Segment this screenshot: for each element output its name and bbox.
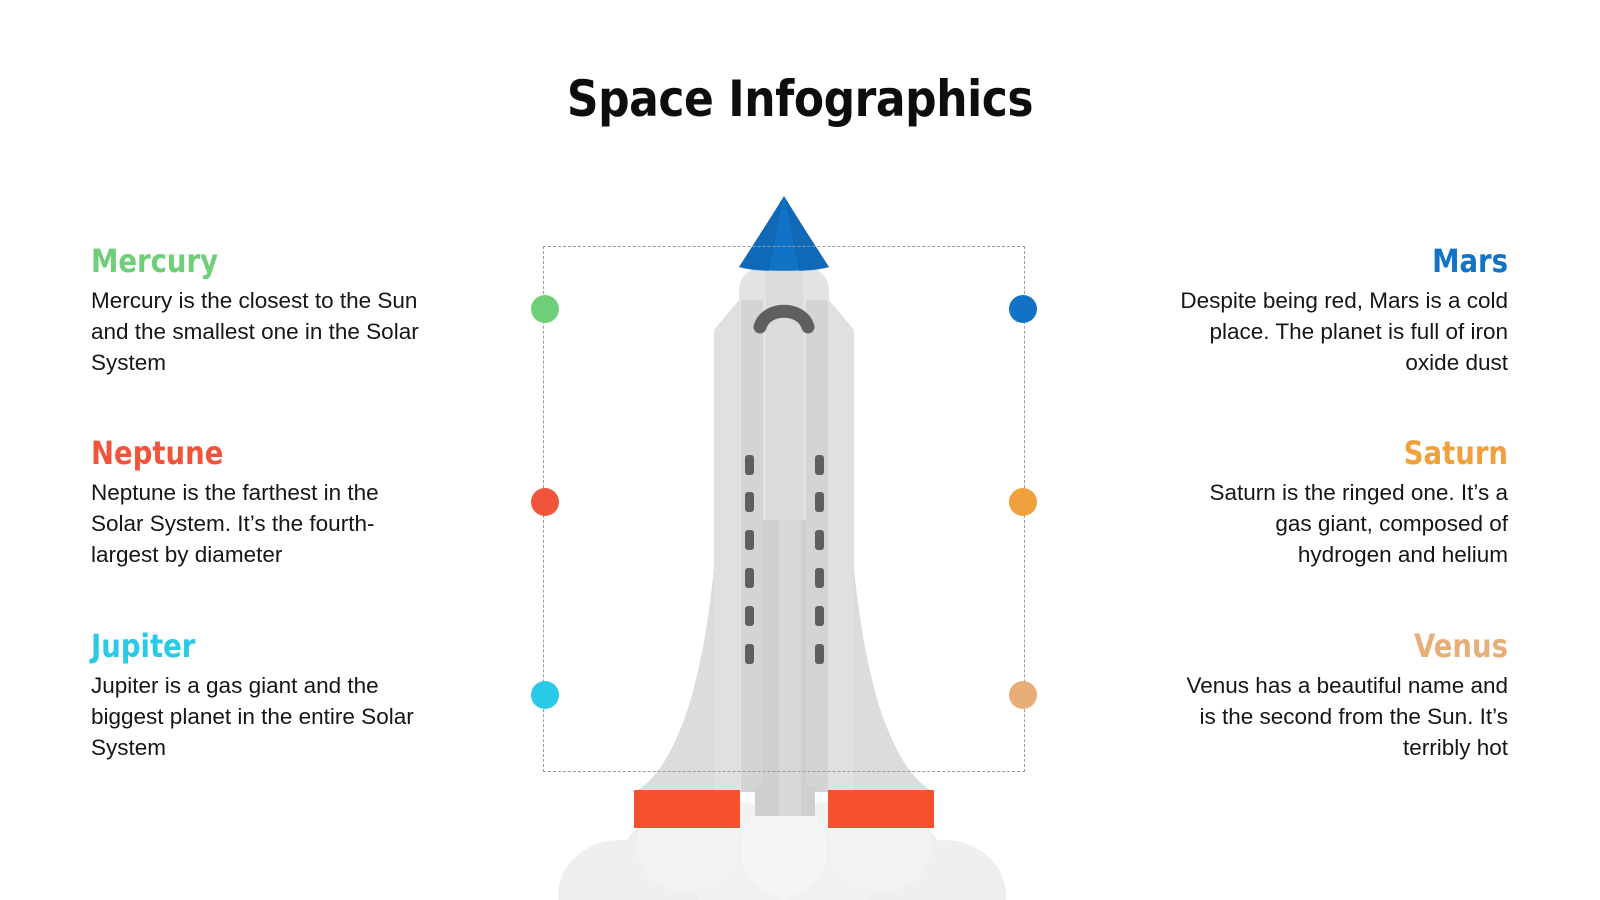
rocket-window-arc: [753, 304, 815, 334]
connector-dot-mercury[interactable]: [531, 295, 559, 323]
rocket-base-skirt: [638, 515, 930, 790]
connector-dot-saturn[interactable]: [1009, 488, 1037, 516]
rocket-core-lower-highlight: [779, 786, 801, 816]
connector-dot-jupiter[interactable]: [531, 681, 559, 709]
rocket-rail-right: [806, 300, 828, 792]
connector-dot-venus[interactable]: [1009, 681, 1037, 709]
rocket-skirt-shoulder: [717, 493, 851, 515]
connector-dot-neptune[interactable]: [531, 488, 559, 516]
smoke-cloud-group: [558, 802, 1006, 900]
rocket-core-highlight: [779, 520, 801, 810]
connector-dot-mars[interactable]: [1009, 295, 1037, 323]
planet-name-mars: Mars: [1432, 242, 1508, 280]
planet-name-saturn: Saturn: [1403, 434, 1508, 472]
planet-name-mercury: Mercury: [91, 242, 219, 280]
planet-name-venus: Venus: [1413, 627, 1508, 665]
rocket-center-stripe: [766, 268, 803, 792]
planet-description-saturn: Saturn is the ringed one. It’s a gas gia…: [1209, 480, 1508, 567]
planet-name-jupiter: Jupiter: [91, 627, 196, 665]
exhaust-plume-group: [636, 796, 932, 896]
dashed-bounding-box: [543, 246, 1025, 772]
planet-description-mars: Despite being red, Mars is a cold place.…: [1180, 288, 1508, 375]
rocket-rail-left: [741, 300, 763, 792]
planet-name-neptune: Neptune: [91, 434, 224, 472]
rocket-nose-cone: [739, 196, 829, 271]
planet-block-mercury: Mercury Mercury is the closest to the Su…: [91, 245, 421, 378]
rocket-dash-marks: [745, 455, 824, 664]
planet-description-jupiter: Jupiter is a gas giant and the biggest p…: [91, 673, 414, 760]
booster-band-left: [634, 790, 740, 828]
planet-block-jupiter: Jupiter Jupiter is a gas giant and the b…: [91, 630, 421, 763]
planet-description-neptune: Neptune is the farthest in the Solar Sys…: [91, 480, 379, 567]
page-title: Space Infographics: [566, 70, 1034, 128]
rocket-hull-left: [714, 300, 739, 792]
rocket-nose-cone-shade-right: [784, 196, 829, 271]
planet-block-venus: Venus Venus has a beautiful name and is …: [1178, 627, 1509, 763]
rocket-nose-cone-shade-left: [739, 196, 784, 271]
planet-block-neptune: Neptune Neptune is the farthest in the S…: [91, 437, 421, 570]
rocket-body-shell: [739, 262, 829, 792]
planet-block-saturn: Saturn Saturn is the ringed one. It’s a …: [1178, 437, 1508, 570]
rocket-core-column: [755, 520, 815, 810]
rocket-hull-right: [829, 300, 854, 792]
planet-block-mars: Mars Despite being red, Mars is a cold p…: [1178, 245, 1508, 378]
booster-band-right: [828, 790, 934, 828]
rocket-core-lower: [755, 786, 815, 816]
planet-description-venus: Venus has a beautiful name and is the se…: [1186, 673, 1509, 760]
planet-description-mercury: Mercury is the closest to the Sun and th…: [91, 288, 419, 375]
